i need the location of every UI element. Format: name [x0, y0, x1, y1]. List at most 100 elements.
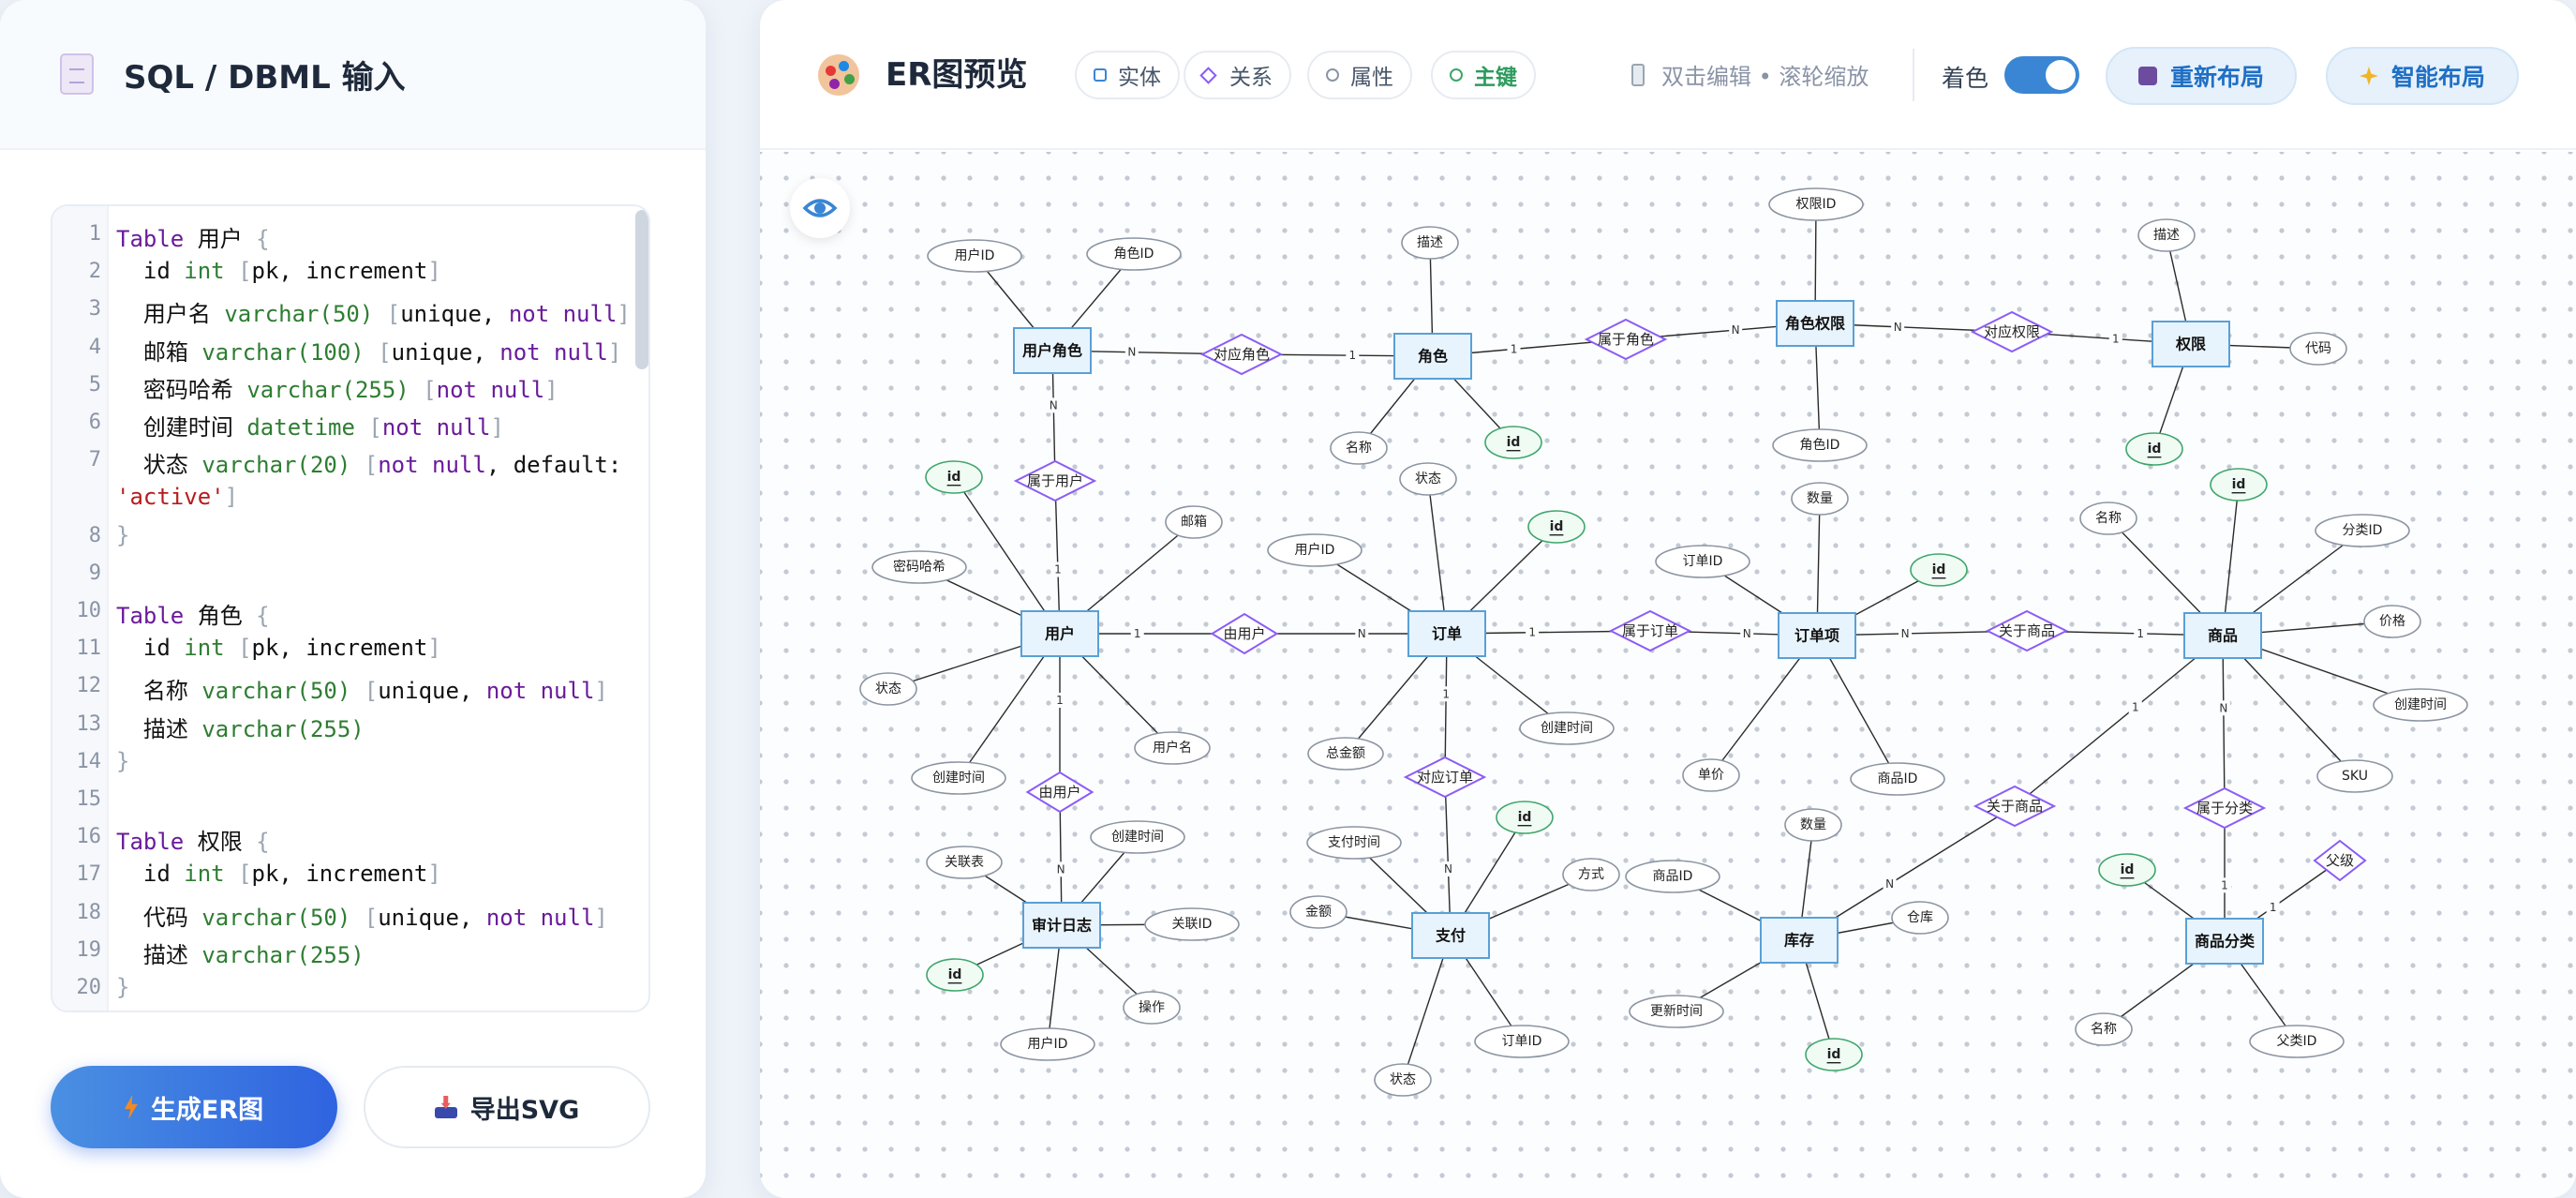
entity-node[interactable]: 用户角色 [1013, 327, 1092, 374]
attribute-node[interactable]: 描述 [1401, 226, 1459, 260]
attribute-node[interactable]: 状态 [1374, 1063, 1432, 1097]
attribute-node[interactable]: 创建时间 [1519, 711, 1615, 745]
entity-node[interactable]: 库存 [1760, 917, 1839, 964]
code-line: id int [pk, increment] [116, 861, 441, 888]
attribute-node[interactable]: 价格 [2363, 605, 2421, 638]
attribute-node[interactable]: 名称 [2079, 502, 2137, 535]
entity-node[interactable]: 支付 [1411, 912, 1490, 959]
attribute-node[interactable]: 操作 [1123, 991, 1181, 1025]
primary-key-attribute[interactable]: id [1496, 801, 1554, 834]
entity-node[interactable]: 角色 [1393, 333, 1472, 380]
attribute-node[interactable]: 父类ID [2249, 1025, 2345, 1058]
attribute-node[interactable]: 名称 [1330, 431, 1388, 465]
attribute-node[interactable]: 订单ID [1474, 1025, 1570, 1058]
entity-node[interactable]: 权限 [2152, 321, 2230, 367]
relayout-button[interactable]: 重新布局 [2106, 47, 2297, 105]
relation-node[interactable]: 对应订单 [1403, 756, 1487, 799]
attribute-node[interactable]: 更新时间 [1629, 995, 1724, 1028]
code-line: 描述 varchar(255) [116, 715, 365, 742]
attribute-node[interactable]: 用户ID [1267, 533, 1362, 567]
attribute-node[interactable]: 数量 [1784, 808, 1842, 842]
entity-node[interactable]: 审计日志 [1022, 902, 1101, 949]
attribute-node[interactable]: 用户名 [1134, 731, 1211, 765]
entity-node[interactable]: 用户 [1020, 610, 1099, 657]
preview-toggle-button[interactable] [790, 178, 850, 238]
attribute-node[interactable]: 用户ID [927, 239, 1022, 273]
attribute-node[interactable]: 邮箱 [1165, 505, 1223, 539]
relation-node[interactable]: 属于订单 [1608, 609, 1692, 652]
generate-er-button[interactable]: 生成ER图 [51, 1066, 337, 1148]
attribute-node[interactable]: 用户ID [1000, 1027, 1095, 1061]
attribute-node[interactable]: 代码 [2289, 332, 2347, 366]
relation-node[interactable]: 对应权限 [1970, 310, 2054, 353]
attribute-node[interactable]: 仓库 [1891, 901, 1949, 935]
primary-key-attribute[interactable]: id [1484, 426, 1542, 459]
code-line: 用户名 varchar(50) [unique, not null] [116, 301, 631, 328]
entity-node[interactable]: 商品分类 [2185, 918, 2264, 965]
entity-node[interactable]: 订单项 [1778, 612, 1856, 659]
document-icon [60, 53, 94, 95]
export-svg-button[interactable]: 导出SVG [364, 1066, 650, 1148]
attribute-node[interactable]: 单价 [1682, 758, 1740, 792]
primary-key-attribute[interactable]: id [926, 958, 984, 992]
dice-icon [2137, 67, 2157, 85]
entity-node[interactable]: 商品 [2183, 612, 2262, 659]
attribute-node[interactable]: SKU [2316, 759, 2393, 793]
editor-scrollbar[interactable] [635, 210, 648, 369]
relation-node[interactable]: 属于角色 [1584, 318, 1668, 361]
attribute-node[interactable]: 关联ID [1144, 907, 1240, 941]
cardinality-label: N [1127, 346, 1136, 359]
entity-node[interactable]: 订单 [1407, 610, 1486, 657]
attribute-node[interactable]: 名称 [2075, 1012, 2133, 1046]
key-circle-icon [1450, 68, 1463, 82]
attribute-node[interactable]: 创建时间 [1090, 820, 1185, 854]
code-line: } [116, 974, 130, 1000]
attribute-node[interactable]: 商品ID [1625, 860, 1720, 893]
relation-node[interactable]: 属于用户 [1013, 459, 1097, 502]
primary-key-attribute[interactable]: id [1910, 553, 1968, 587]
primary-key-attribute[interactable]: id [925, 460, 983, 494]
color-toggle[interactable] [2004, 56, 2079, 94]
primary-key-attribute[interactable]: id [2125, 432, 2183, 466]
attribute-node[interactable]: 支付时间 [1306, 826, 1402, 860]
attribute-node[interactable]: 创建时间 [911, 761, 1006, 795]
primary-key-attribute[interactable]: id [1805, 1038, 1863, 1071]
attribute-label: 仓库 [1907, 910, 1933, 925]
attribute-node[interactable]: 金额 [1289, 895, 1348, 929]
attribute-label: 操作 [1139, 1000, 1165, 1015]
attribute-node[interactable]: 创建时间 [2373, 688, 2468, 722]
legend-primary-key: 主键 [1431, 51, 1536, 99]
relation-node[interactable]: 属于分类 [2182, 786, 2267, 830]
attribute-node[interactable]: 状态 [1399, 462, 1457, 496]
attribute-node[interactable]: 权限ID [1768, 187, 1864, 221]
attribute-node[interactable]: 商品ID [1850, 762, 1945, 796]
entity-label: 支付 [1435, 927, 1466, 945]
primary-key-attribute[interactable]: id [2210, 468, 2268, 502]
attribute-node[interactable]: 描述 [2137, 218, 2196, 252]
attribute-node[interactable]: 总金额 [1307, 737, 1384, 771]
attribute-node[interactable]: 密码哈希 [871, 550, 967, 584]
attribute-node[interactable]: 角色ID [1086, 237, 1182, 271]
attribute-node[interactable]: 角色ID [1772, 428, 1868, 462]
relation-node[interactable]: 由用户 [1025, 771, 1094, 814]
relation-node[interactable]: 对应角色 [1199, 333, 1284, 376]
entity-node[interactable]: 角色权限 [1776, 300, 1854, 347]
primary-key-attribute[interactable]: id [1527, 510, 1586, 544]
attribute-node[interactable]: 分类ID [2315, 514, 2410, 547]
relation-node[interactable]: 由用户 [1210, 612, 1279, 655]
attribute-node[interactable]: 订单ID [1655, 545, 1750, 578]
primary-key-attribute[interactable]: id [2098, 853, 2156, 887]
smart-layout-button[interactable]: 智能布局 [2326, 47, 2519, 105]
relation-node[interactable]: 关于商品 [1973, 785, 2057, 828]
attribute-node[interactable]: 关联表 [926, 846, 1003, 879]
attribute-node[interactable]: 方式 [1562, 858, 1620, 891]
relation-node[interactable]: 关于商品 [1985, 609, 2069, 652]
attribute-node[interactable]: 数量 [1791, 482, 1849, 516]
relation-node[interactable]: 父级 [2313, 839, 2367, 882]
export-svg-label: 导出SVG [469, 1095, 580, 1125]
relation-label: 父级 [2326, 852, 2354, 869]
attribute-node[interactable]: 状态 [859, 672, 917, 706]
